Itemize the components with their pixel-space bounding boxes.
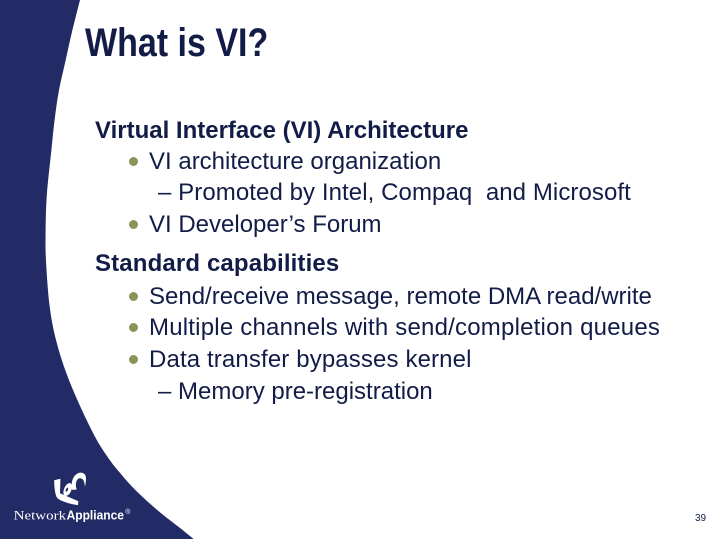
svg-text:Network: Network — [14, 509, 67, 523]
svg-text:Appliance: Appliance — [67, 509, 124, 523]
svg-text:®: ® — [125, 508, 131, 516]
